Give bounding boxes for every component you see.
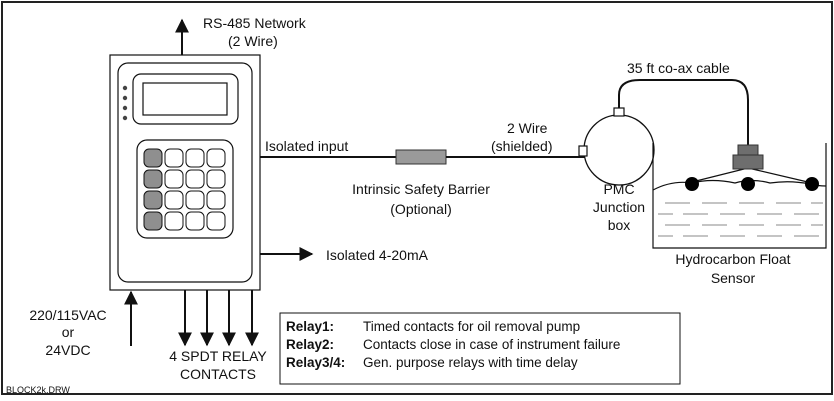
float-ball-right — [805, 177, 819, 191]
analog-output-label: Isolated 4-20mA — [326, 247, 429, 263]
shielded-label: (shielded) — [491, 138, 552, 154]
junction-box-body — [583, 114, 655, 186]
relay1-key: Relay1: — [286, 319, 334, 334]
junction-top-port — [613, 107, 625, 117]
float-head-top — [737, 144, 759, 156]
sensor-tank — [652, 143, 827, 249]
sensor-label: Hydrocarbon Float — [675, 251, 790, 267]
keypad-key — [164, 148, 184, 168]
relay-legend-box — [279, 312, 681, 385]
isolated-input-label: Isolated input — [265, 138, 348, 154]
junction-box — [578, 107, 655, 186]
keypad-key — [185, 211, 205, 231]
keypad-key — [185, 190, 205, 210]
keypad-key — [164, 211, 184, 231]
relay34-text: Gen. purpose relays with time delay — [363, 355, 578, 370]
barrier-optional-label: (Optional) — [390, 201, 451, 217]
keypad-key — [206, 211, 226, 231]
status-led-3 — [122, 105, 128, 111]
junction-label-box: box — [608, 217, 631, 233]
relay34-key: Relay3/4: — [286, 355, 345, 370]
keypad-key — [143, 211, 163, 231]
liquid-surface — [652, 179, 827, 191]
coax-cable — [618, 79, 749, 145]
keypad-key — [185, 169, 205, 189]
relay2-key: Relay2: — [286, 337, 334, 352]
controller-unit — [109, 54, 261, 291]
keypad — [143, 148, 226, 231]
status-led-2 — [122, 95, 128, 101]
float-ball-left — [685, 177, 699, 191]
liquid-hatching — [658, 202, 823, 237]
status-led-4 — [122, 115, 128, 121]
power-label: 220/115VAC — [29, 307, 106, 323]
keypad-key — [164, 169, 184, 189]
relay-arrows — [178, 290, 259, 347]
relay2-text: Contacts close in case of instrument fai… — [363, 337, 620, 352]
keypad-key — [185, 148, 205, 168]
keypad-key — [206, 148, 226, 168]
power-or-label: or — [62, 324, 75, 340]
drawing-id: BLOCK2k.DRW — [6, 385, 70, 395]
keypad-key — [164, 190, 184, 210]
float-head-body — [732, 154, 764, 170]
junction-side-port — [578, 145, 588, 157]
keypad-key — [206, 169, 226, 189]
relay1-text: Timed contacts for oil removal pump — [363, 319, 580, 334]
relay-contacts-label-2: CONTACTS — [180, 366, 256, 382]
network-wire-label: (2 Wire) — [228, 33, 278, 49]
keypad-key — [143, 148, 163, 168]
wire-label: 2 Wire — [507, 120, 548, 136]
safety-barrier — [395, 149, 447, 165]
relay-contacts-label: 4 SPDT RELAY — [169, 348, 267, 364]
sensor-label-2: Sensor — [711, 270, 756, 286]
coax-cable-label: 35 ft co-ax cable — [627, 60, 730, 76]
power-dc-label: 24VDC — [45, 342, 90, 358]
controller-panel — [117, 62, 253, 283]
junction-label-junction: Junction — [593, 199, 645, 215]
relay-legend: Relay1: Timed contacts for oil removal p… — [286, 319, 620, 370]
keypad-key — [143, 169, 163, 189]
keypad-key — [206, 190, 226, 210]
barrier-label: Intrinsic Safety Barrier — [352, 181, 490, 197]
status-led-1 — [122, 85, 128, 91]
network-label: RS-485 Network — [203, 15, 307, 31]
tank-walls — [652, 143, 827, 249]
keypad-key — [143, 190, 163, 210]
float-ball-center — [741, 177, 755, 191]
junction-label-pmc: PMC — [603, 181, 634, 197]
lcd-display — [142, 82, 228, 116]
